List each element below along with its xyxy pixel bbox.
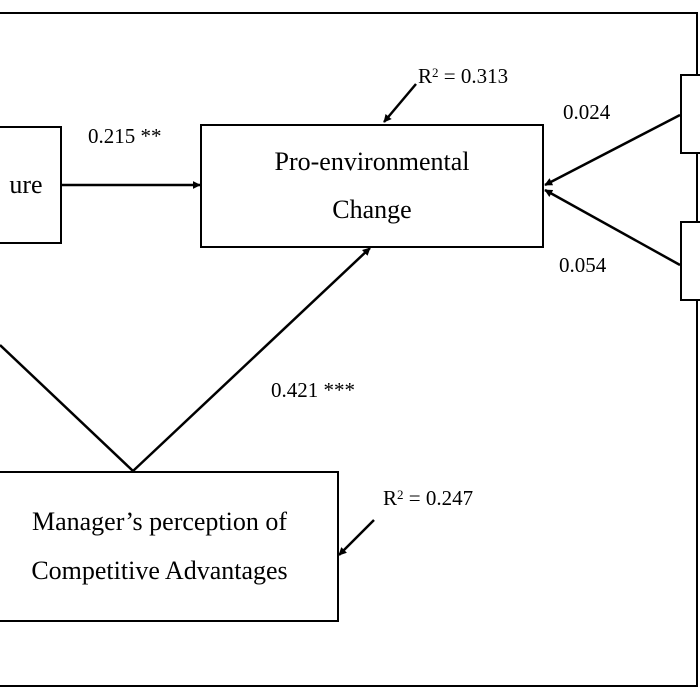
path-arrow-right-top-to-proenv: [544, 113, 681, 187]
manager-label-line2: Competitive Advantages: [31, 555, 288, 585]
pro-environmental-change-box: Pro-environmental Change: [200, 124, 544, 248]
coef-manager-to-proenv: 0.421 ***: [271, 378, 355, 402]
figure-frame: [0, 12, 698, 687]
left-construct-label: ure: [9, 169, 43, 199]
r-squared-manager-value: = 0.247: [403, 486, 474, 510]
path-arrow-right-bottom-to-proenv: [544, 188, 681, 267]
right-bottom-construct-box: [680, 221, 700, 301]
r-squared-symbol: R: [383, 486, 398, 510]
pro-env-label-line2: Change: [332, 195, 412, 224]
r-squared-manager: R2 = 0.247: [383, 486, 473, 511]
r-squared-symbol: R: [418, 64, 433, 88]
manager-perception-box: Manager’s perception of Competitive Adva…: [0, 471, 339, 622]
r2-pointer-proenv: [383, 83, 417, 123]
coef-right-bottom-to-proenv: 0.054: [559, 253, 607, 277]
manager-label-line1: Manager’s perception of: [31, 507, 288, 537]
r-squared-superscript: 2: [397, 487, 404, 502]
r-squared-proenv-value: = 0.313: [438, 64, 509, 88]
left-construct-box: ure: [0, 126, 62, 244]
r-squared-proenv: R2 = 0.313: [418, 64, 508, 89]
r2-pointer-manager: [338, 519, 375, 556]
pro-env-label-line1: Pro-environmental: [274, 146, 470, 176]
path-arrow-manager-to-proenv: [132, 247, 371, 472]
right-top-construct-box: [680, 74, 700, 154]
coef-left-to-proenv: 0.215 **: [88, 124, 162, 148]
connector-left-to-manager: [0, 344, 134, 472]
r-squared-superscript: 2: [432, 65, 439, 80]
coef-right-top-to-proenv: 0.024: [563, 100, 611, 124]
